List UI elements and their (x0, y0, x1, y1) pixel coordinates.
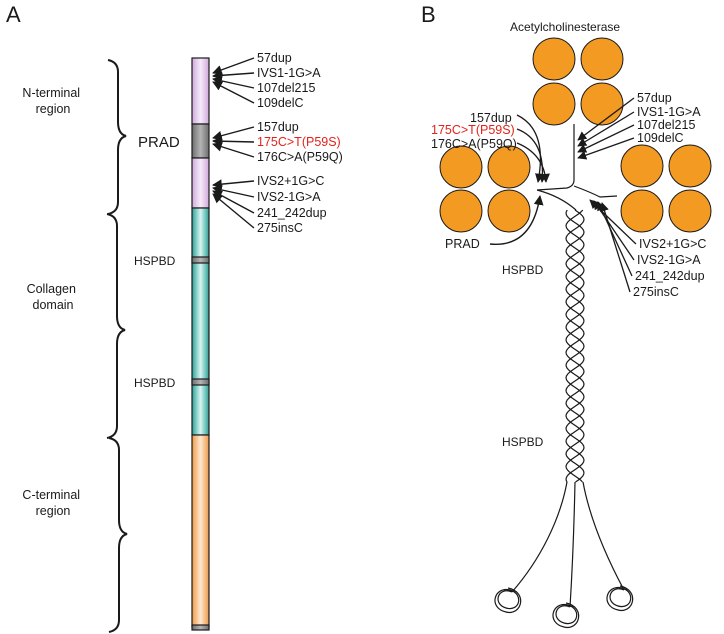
prad-label-b: PRAD (445, 237, 480, 251)
panel-b: B Acetylcholinesterase (421, 2, 712, 628)
mutation-b-109delc: 109delC (637, 131, 684, 145)
prad-label: PRAD (138, 134, 180, 151)
mutation-b-107del215: 107del215 (637, 118, 695, 132)
segment-hspbd-2 (191, 378, 210, 386)
segment-c-end (191, 624, 210, 631)
hspbd-label-b-2: HSPBD (502, 435, 544, 449)
segment-n-terminal-2 (191, 157, 210, 209)
tetramer-left (439, 145, 531, 233)
brace-collagen (106, 213, 126, 439)
panel-b-bottom-right-arrows (589, 199, 637, 293)
panel-b-mutation-labels: 157dup 175C>T(P59S) 176C>A(P59Q) 57dup I… (431, 91, 706, 299)
prad-pointer (489, 195, 544, 245)
mutation-b-57dup: 57dup (637, 91, 672, 105)
panel-b-label: B (421, 2, 436, 27)
mutation-a-109delc: 109delC (257, 96, 304, 110)
mutation-a-157dup: 157dup (257, 120, 299, 134)
panel-a-mutation-labels: 57dup IVS1-1G>A 107del215 109delC 157dup… (257, 51, 343, 235)
mutation-a-175c-t-p59s: 175C>T(P59S) (257, 135, 341, 149)
mutation-b-176c-a-p59q: 176C>A(P59Q) (431, 137, 517, 151)
tail-coil-left (494, 587, 522, 613)
tetramer-right (620, 144, 712, 233)
panel-a: A N-terminal region Collagen domain C-te… (6, 2, 343, 633)
brace-c-terminal (108, 437, 128, 633)
segment-c-terminal (191, 434, 210, 628)
segment-hspbd-1 (191, 256, 210, 264)
colq-protein-bar (191, 57, 210, 631)
enzyme-label: Acetylcholinesterase (510, 20, 620, 34)
colq-triple-helix (494, 124, 634, 628)
mutation-b-157dup: 157dup (470, 111, 512, 125)
mutation-a-241-242dup: 241_242dup (257, 206, 327, 220)
hspbd-label-1: HSPBD (134, 254, 176, 268)
panel-a-label: A (6, 2, 21, 27)
region-label-n-terminal: N-terminal region (22, 86, 83, 116)
tail-coil-mid (552, 602, 580, 628)
mutation-b-275insc: 275insC (633, 285, 679, 299)
mutation-b-241-242dup: 241_242dup (635, 269, 705, 283)
tetramer-top (532, 37, 624, 126)
segment-collagen (191, 207, 210, 436)
brace-n-terminal (107, 59, 127, 215)
mutation-a-176c-a-p59q: 176C>A(P59Q) (257, 150, 343, 164)
hspbd-label-b-1: HSPBD (502, 263, 544, 277)
mutation-b-ivs1-1g-a: IVS1-1G>A (637, 105, 701, 119)
mutation-a-ivs2-1g-a: IVS2-1G>A (257, 190, 321, 204)
mutation-b-ivs2-1g-c: IVS2+1G>C (639, 237, 706, 251)
panel-b-top-right-arrows (577, 97, 635, 160)
mutation-a-107del215: 107del215 (257, 81, 315, 95)
mutation-a-275insc: 275insC (257, 221, 303, 235)
mutation-a-ivs1-1g-a: IVS1-1G>A (257, 66, 321, 80)
mutation-a-57dup: 57dup (257, 51, 292, 65)
region-label-collagen: Collagen domain (27, 282, 80, 312)
hspbd-label-2: HSPBD (134, 376, 176, 390)
mutation-b-ivs2-1g-a: IVS2-1G>A (637, 253, 701, 267)
segment-n-terminal-1 (191, 57, 210, 125)
panel-b-left-arrows (516, 114, 550, 183)
tail-coil-right (606, 585, 634, 611)
mutation-b-175c-t-p59s: 175C>T(P59S) (431, 123, 515, 137)
region-label-c-terminal: C-terminal region (22, 488, 83, 518)
mutation-a-ivs2-1g-c: IVS2+1G>C (257, 174, 324, 188)
segment-prad (191, 123, 210, 159)
enzyme-tetramers (439, 37, 712, 233)
panel-a-arrows (212, 57, 255, 229)
